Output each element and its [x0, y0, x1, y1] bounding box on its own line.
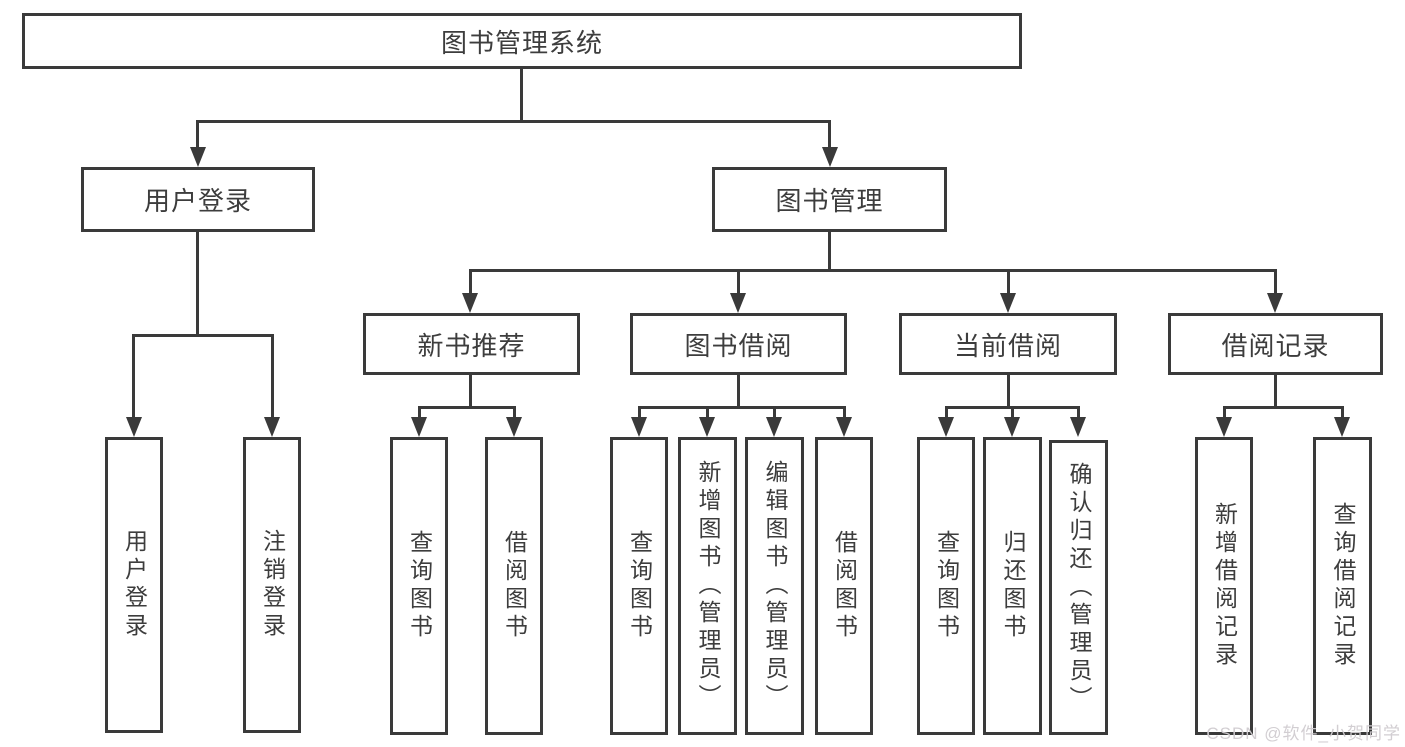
- leaf-edit-books-admin: 编辑图书（管理员）: [745, 437, 804, 735]
- arrow-to-leaf-logout: [264, 417, 280, 437]
- arrow-to-leaf-user-login: [126, 417, 142, 437]
- connector-newbooks-stem: [469, 375, 472, 409]
- leaf-edit-books-admin-label: 编辑图书（管理员）: [762, 460, 788, 712]
- connector-bookborrow-d4: [843, 406, 846, 419]
- node-current-borrow-label: 当前借阅: [953, 330, 1062, 361]
- connector-bookborrow-d2: [706, 406, 709, 419]
- node-user-login-label: 用户登录: [143, 186, 252, 216]
- leaf-user-login: 用户登录: [105, 437, 163, 733]
- arrow-records-query: [1334, 417, 1350, 437]
- connector-newbooks-d1: [418, 406, 421, 419]
- leaf-newbooks-query-books: 查询图书: [390, 437, 448, 735]
- arrow-to-new-books: [462, 293, 478, 313]
- node-book-borrow-label: 图书借阅: [684, 330, 793, 361]
- arrow-currentborrow-confirm: [1070, 417, 1086, 437]
- node-borrow-records: 借阅记录: [1168, 313, 1383, 375]
- connector-sec2-drop: [737, 269, 740, 295]
- arrow-to-borrow-records: [1267, 293, 1283, 313]
- node-book-borrow: 图书借阅: [630, 313, 847, 375]
- leaf-newbooks-borrow-books: 借阅图书: [485, 437, 543, 735]
- arrow-records-add: [1216, 417, 1232, 437]
- connector-user-drop: [196, 120, 199, 148]
- arrow-to-book-borrow: [730, 293, 746, 313]
- connector-bookborrow-stem: [737, 375, 740, 409]
- connector-records-stem: [1274, 375, 1277, 409]
- node-new-books-label: 新书推荐: [417, 330, 526, 361]
- arrow-newbooks-borrow: [506, 417, 522, 437]
- connector-user-child2-drop: [271, 334, 274, 417]
- connector-currentborrow-d1: [945, 406, 948, 419]
- node-book-mgmt-label: 图书管理: [775, 186, 884, 216]
- leaf-confirm-return-admin-label: 确认归还（管理员）: [1066, 461, 1092, 714]
- connector-newbooks-d2: [513, 406, 516, 419]
- connector-sec4-drop: [1274, 269, 1277, 295]
- connector-user-stem: [196, 232, 199, 337]
- connector-book-hline: [469, 269, 1277, 272]
- node-current-borrow: 当前借阅: [899, 313, 1117, 375]
- csdn-watermark: CSDN @软件_小贺同学: [1206, 724, 1401, 743]
- leaf-logout-label: 注销登录: [259, 529, 286, 641]
- connector-currentborrow-stem: [1007, 375, 1010, 409]
- leaf-query-borrow-record: 查询借阅记录: [1313, 437, 1372, 735]
- connector-records-hline: [1223, 406, 1344, 409]
- connector-currentborrow-d3: [1077, 406, 1080, 419]
- connector-root-hline: [196, 120, 831, 123]
- node-book-mgmt: 图书管理: [712, 167, 947, 232]
- connector-bookborrow-d1: [638, 406, 641, 419]
- connector-currentborrow-d2: [1011, 406, 1014, 419]
- node-root: 图书管理系统: [22, 13, 1022, 69]
- leaf-add-books-admin-label: 新增图书（管理员）: [695, 460, 721, 712]
- leaf-bookborrow-borrow-books: 借阅图书: [815, 437, 873, 735]
- leaf-bookborrow-query-books: 查询图书: [610, 437, 668, 735]
- arrow-currentborrow-return: [1004, 417, 1020, 437]
- leaf-currentborrow-query-books: 查询图书: [917, 437, 975, 735]
- leaf-return-books-label: 归还图书: [1000, 530, 1026, 642]
- arrow-bookborrow-edit: [766, 417, 782, 437]
- leaf-query-borrow-record-label: 查询借阅记录: [1330, 502, 1356, 670]
- arrow-bookborrow-add: [699, 417, 715, 437]
- arrow-currentborrow-query: [938, 417, 954, 437]
- arrow-to-book-mgmt: [822, 147, 838, 167]
- leaf-logout: 注销登录: [243, 437, 301, 733]
- connector-user-child1-drop: [132, 334, 135, 417]
- leaf-bookborrow-query-books-label: 查询图书: [626, 530, 653, 642]
- connector-sec3-drop: [1007, 269, 1010, 295]
- arrow-newbooks-query: [411, 417, 427, 437]
- leaf-return-books: 归还图书: [983, 437, 1042, 735]
- connector-newbooks-hline: [418, 406, 516, 409]
- connector-records-d1: [1223, 406, 1226, 419]
- arrow-to-user-login: [190, 147, 206, 167]
- connector-root-stem: [520, 69, 523, 122]
- node-root-label: 图书管理系统: [440, 27, 603, 58]
- leaf-bookborrow-borrow-books-label: 借阅图书: [831, 530, 858, 642]
- connector-bookborrow-hline: [638, 406, 846, 409]
- leaf-add-books-admin: 新增图书（管理员）: [678, 437, 737, 735]
- arrow-to-current-borrow: [1000, 293, 1016, 313]
- leaf-newbooks-query-books-label: 查询图书: [406, 530, 433, 642]
- connector-book-drop: [828, 120, 831, 148]
- leaf-currentborrow-query-books-label: 查询图书: [933, 530, 960, 642]
- connector-book-stem: [828, 232, 831, 272]
- leaf-confirm-return-admin: 确认归还（管理员）: [1049, 440, 1108, 735]
- connector-bookborrow-d3: [773, 406, 776, 419]
- arrow-bookborrow-borrow: [836, 417, 852, 437]
- node-user-login: 用户登录: [81, 167, 315, 232]
- leaf-user-login-label: 用户登录: [121, 529, 148, 641]
- connector-user-hline: [132, 334, 274, 337]
- leaf-add-borrow-record: 新增借阅记录: [1195, 437, 1253, 735]
- leaf-add-borrow-record-label: 新增借阅记录: [1211, 502, 1238, 670]
- connector-records-d2: [1341, 406, 1344, 419]
- node-borrow-records-label: 借阅记录: [1221, 330, 1330, 361]
- node-new-books: 新书推荐: [363, 313, 580, 375]
- arrow-bookborrow-query: [631, 417, 647, 437]
- connector-sec1-drop: [469, 269, 472, 295]
- leaf-newbooks-borrow-books-label: 借阅图书: [501, 530, 528, 642]
